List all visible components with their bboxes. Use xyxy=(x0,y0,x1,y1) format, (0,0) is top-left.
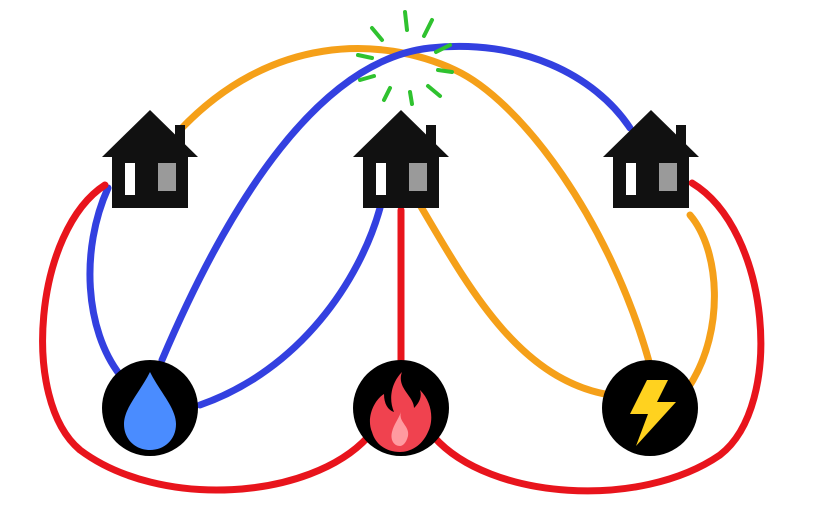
gas-node xyxy=(353,360,449,456)
water-to-middle-house-line xyxy=(196,204,384,409)
electricity-lines xyxy=(176,45,718,399)
house-middle xyxy=(353,110,449,208)
house-icon xyxy=(102,110,198,208)
house-left xyxy=(102,110,198,208)
gas-lines xyxy=(39,179,765,495)
water-node xyxy=(102,360,198,456)
lightning-bolt-icon xyxy=(630,380,676,446)
electricity-to-middle-house-line xyxy=(416,201,614,399)
house-right xyxy=(603,110,699,208)
house-icon xyxy=(353,110,449,208)
gas-to-right-house-line xyxy=(430,179,765,495)
water-lines xyxy=(86,42,634,409)
water-to-left-house-line xyxy=(86,184,124,379)
gas-to-left-house-line xyxy=(39,181,372,494)
electricity-to-left-house-line xyxy=(176,45,654,369)
water-drop-icon xyxy=(124,372,176,450)
flame-icon xyxy=(369,372,432,452)
water-to-right-house-line xyxy=(158,42,634,364)
burst-icon xyxy=(356,10,454,106)
electricity-to-right-house-line xyxy=(686,211,718,389)
electricity-node xyxy=(602,360,698,456)
house-icon xyxy=(603,110,699,208)
